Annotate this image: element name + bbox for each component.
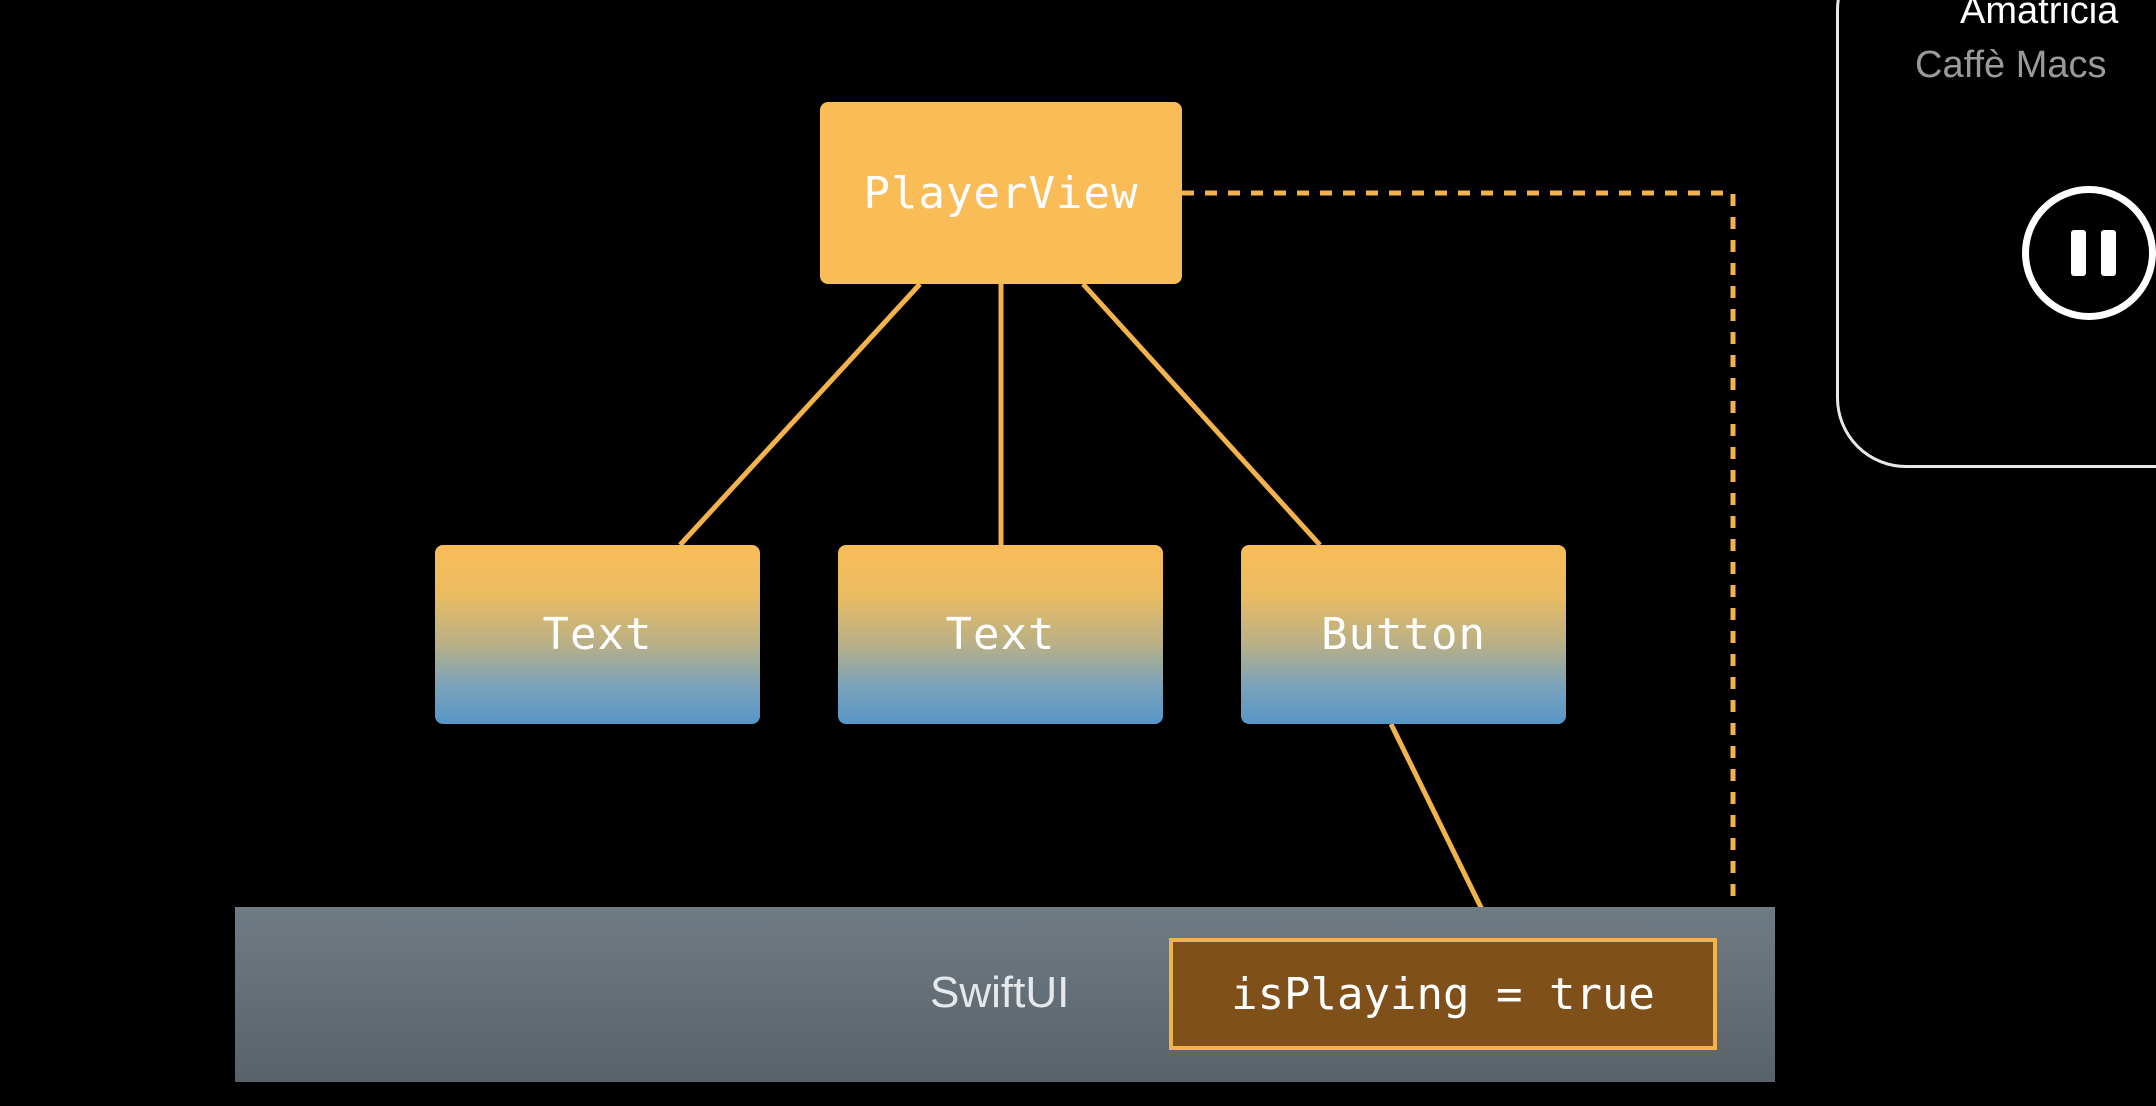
text-node-2-label: Text <box>945 609 1056 660</box>
state-variable-box: isPlaying = true <box>1169 938 1717 1050</box>
text-node-1: Text <box>435 545 760 724</box>
button-node-label: Button <box>1321 609 1486 660</box>
edge-root-button <box>1081 282 1322 547</box>
song-artist: Caffè Macs <box>1915 44 2107 86</box>
edge-button-state <box>1388 722 1499 940</box>
pause-button[interactable] <box>2022 186 2156 320</box>
song-title: Amatricia <box>1960 0 2119 32</box>
text-node-1-label: Text <box>542 609 653 660</box>
pause-icon-bar-right <box>2101 230 2116 276</box>
playerview-node: PlayerView <box>820 102 1182 284</box>
button-node: Button <box>1241 545 1566 724</box>
pause-icon-bar-left <box>2071 230 2086 276</box>
playerview-node-label: PlayerView <box>863 167 1139 219</box>
text-node-2: Text <box>838 545 1163 724</box>
state-variable-label: isPlaying = true <box>1231 968 1655 1020</box>
dependency-dotted-edge <box>1182 190 1736 990</box>
edge-root-text-1 <box>678 282 922 547</box>
swiftui-label: SwiftUI <box>930 968 1070 1017</box>
